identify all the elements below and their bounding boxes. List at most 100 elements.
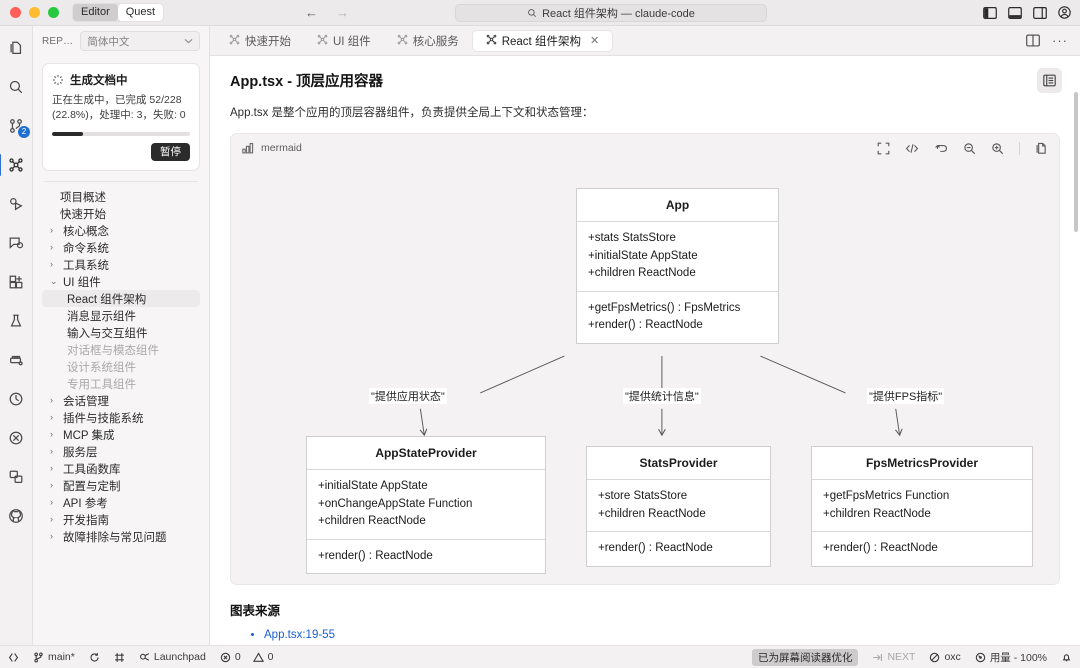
mode-switcher[interactable]: Editor Quest bbox=[72, 3, 165, 22]
generation-title: 生成文档中 bbox=[70, 75, 128, 87]
zoom-in-icon[interactable] bbox=[991, 142, 1004, 155]
uml-method: +render() : ReactNode bbox=[823, 542, 938, 554]
activity-github-icon[interactable] bbox=[2, 503, 30, 529]
tab-item[interactable]: React 组件架构✕ bbox=[471, 29, 614, 52]
code-icon[interactable] bbox=[905, 142, 919, 155]
chevron-right-icon[interactable]: › bbox=[50, 446, 53, 456]
status-branch[interactable]: main* bbox=[33, 651, 75, 663]
activity-search-icon[interactable] bbox=[2, 74, 30, 100]
tab-item[interactable]: 快速开始 bbox=[216, 30, 304, 52]
status-next[interactable]: NEXT bbox=[872, 651, 915, 663]
arrow-right-icon[interactable]: → bbox=[336, 5, 349, 20]
bottom-panel-icon[interactable] bbox=[1008, 6, 1022, 19]
activity-chat-icon[interactable] bbox=[2, 230, 30, 256]
sidebar-item[interactable]: ›会话管理 bbox=[42, 392, 200, 409]
sidebar-item[interactable]: 设计系统组件 bbox=[42, 358, 200, 375]
pause-button[interactable]: 暂停 bbox=[151, 143, 190, 161]
sidebar-item[interactable]: 快速开始 bbox=[42, 205, 200, 222]
activity-source-control-icon[interactable]: 2 bbox=[2, 113, 30, 139]
status-launchpad[interactable]: Launchpad bbox=[139, 651, 206, 663]
list-item[interactable]: App.tsx:19-55 bbox=[264, 629, 1060, 641]
uml-attribute: +children ReactNode bbox=[598, 507, 706, 520]
chevron-right-icon[interactable]: › bbox=[50, 259, 53, 269]
activity-share-nodes-icon[interactable] bbox=[0, 152, 30, 178]
window-controls[interactable] bbox=[0, 7, 59, 18]
sidebar-item[interactable]: ›服务层 bbox=[42, 443, 200, 460]
status-remote[interactable] bbox=[8, 652, 19, 663]
status-usage[interactable]: 用量 - 100% bbox=[975, 650, 1047, 665]
chevron-right-icon[interactable]: › bbox=[50, 225, 53, 235]
chevron-right-icon[interactable]: › bbox=[50, 242, 53, 252]
account-icon[interactable] bbox=[1058, 6, 1071, 19]
chevron-right-icon[interactable]: › bbox=[50, 429, 53, 439]
mode-quest[interactable]: Quest bbox=[117, 4, 164, 21]
maximize-window-button[interactable] bbox=[48, 7, 59, 18]
chevron-down-icon[interactable]: ⌄ bbox=[50, 276, 58, 286]
source-link[interactable]: App.tsx:19-55 bbox=[264, 629, 335, 641]
right-panel-icon[interactable] bbox=[1033, 6, 1047, 19]
chevron-right-icon[interactable]: › bbox=[50, 463, 53, 473]
language-select[interactable]: 简体中文 bbox=[80, 31, 200, 51]
activity-copy-shapes-icon[interactable] bbox=[2, 464, 30, 490]
chevron-right-icon[interactable]: › bbox=[50, 497, 53, 507]
activity-run-debug-icon[interactable] bbox=[2, 191, 30, 217]
screen-reader-status[interactable]: 已为屏幕阅读器优化 bbox=[751, 648, 859, 666]
tab-item[interactable]: UI 组件 bbox=[304, 30, 384, 52]
more-actions-icon[interactable]: ··· bbox=[1052, 32, 1068, 48]
activity-remote-explorer-icon[interactable] bbox=[2, 425, 30, 451]
sidebar-item[interactable]: React 组件架构 bbox=[42, 290, 200, 307]
sidebar-item[interactable]: 消息显示组件 bbox=[42, 307, 200, 324]
chevron-right-icon[interactable]: › bbox=[50, 412, 53, 422]
status-bar: main* Launchpad 0 0 已为屏幕阅读器优化 NEXT oxc 用… bbox=[0, 645, 1080, 668]
sidebar-item[interactable]: › 配置与定制 bbox=[42, 477, 200, 494]
chevron-right-icon[interactable]: › bbox=[50, 514, 53, 524]
status-sync[interactable] bbox=[89, 652, 100, 663]
sidebar-item[interactable]: ›核心概念 bbox=[42, 222, 200, 239]
activity-docker-icon[interactable] bbox=[2, 347, 30, 373]
chevron-right-icon[interactable]: › bbox=[50, 395, 53, 405]
sidebar-item[interactable]: ›插件与技能系统 bbox=[42, 409, 200, 426]
tab-item[interactable]: 核心服务 bbox=[384, 30, 472, 52]
status-right: 已为屏幕阅读器优化 NEXT oxc 用量 - 100% bbox=[751, 648, 1072, 666]
sidebar-item[interactable]: ›MCP 集成 bbox=[42, 426, 200, 443]
tab-close-icon[interactable]: ✕ bbox=[589, 35, 600, 47]
warning-icon bbox=[252, 651, 264, 662]
sidebar-item[interactable]: ›工具系统 bbox=[42, 256, 200, 273]
outline-toggle-button[interactable] bbox=[1037, 68, 1062, 93]
split-editor-icon[interactable] bbox=[1026, 34, 1040, 47]
sidebar-item-label: 配置与定制 bbox=[63, 480, 121, 493]
chevron-right-icon[interactable]: › bbox=[50, 531, 53, 541]
generation-title-row: 生成文档中 bbox=[52, 72, 190, 88]
sidebar-item[interactable]: 专用工具组件 bbox=[42, 375, 200, 392]
sidebar-item[interactable]: 项目概述 bbox=[42, 188, 200, 205]
zoom-out-icon[interactable] bbox=[963, 142, 976, 155]
minimize-window-button[interactable] bbox=[29, 7, 40, 18]
reset-icon[interactable] bbox=[934, 142, 948, 155]
sidebar-item[interactable]: 输入与交互组件 bbox=[42, 324, 200, 341]
sidebar-item[interactable]: ›故障排除与常见问题 bbox=[42, 528, 200, 545]
status-diff[interactable] bbox=[114, 652, 125, 663]
sidebar-item[interactable]: ›工具函数库 bbox=[42, 460, 200, 477]
vertical-scrollbar[interactable] bbox=[1074, 92, 1078, 232]
activity-timeline-icon[interactable] bbox=[2, 386, 30, 412]
activity-testing-icon[interactable] bbox=[2, 308, 30, 334]
fullscreen-icon[interactable] bbox=[877, 142, 890, 155]
chevron-right-icon[interactable]: › bbox=[50, 480, 53, 490]
command-center[interactable]: React 组件架构 — claude-code bbox=[455, 3, 767, 22]
mode-editor[interactable]: Editor bbox=[73, 4, 118, 21]
sidebar-item[interactable]: ⌄UI 组件 bbox=[42, 273, 200, 290]
status-bell[interactable] bbox=[1061, 652, 1072, 663]
activity-files-icon[interactable] bbox=[2, 35, 30, 61]
status-problems[interactable]: 0 0 bbox=[220, 651, 274, 663]
gauge-icon bbox=[975, 652, 986, 662]
sidebar-item[interactable]: ›命令系统 bbox=[42, 239, 200, 256]
sidebar-item[interactable]: 对话框与模态组件 bbox=[42, 341, 200, 358]
arrow-left-icon[interactable]: ← bbox=[305, 5, 318, 20]
status-oxc[interactable]: oxc bbox=[929, 651, 961, 663]
left-panel-icon[interactable] bbox=[983, 6, 997, 19]
close-window-button[interactable] bbox=[10, 7, 21, 18]
sidebar-item[interactable]: ›开发指南 bbox=[42, 511, 200, 528]
sidebar-item[interactable]: ›API 参考 bbox=[42, 494, 200, 511]
activity-extensions-icon[interactable] bbox=[2, 269, 30, 295]
copy-icon[interactable] bbox=[1035, 142, 1048, 155]
